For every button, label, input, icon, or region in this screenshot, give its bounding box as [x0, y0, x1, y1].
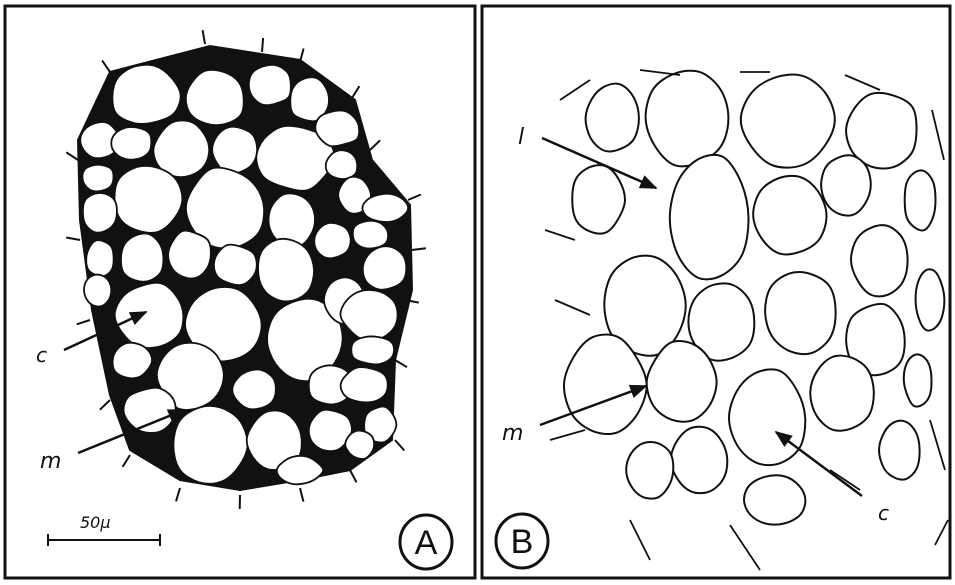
- cell-a-10: [82, 165, 113, 192]
- wall-spike-17: [77, 320, 90, 324]
- wall-strand-4: [932, 110, 944, 160]
- cell-a-2: [249, 65, 291, 105]
- scale-bar-label: 50µ: [80, 513, 111, 532]
- cell-b-14: [916, 269, 945, 330]
- cell-a-21: [214, 245, 257, 286]
- wall-spike-15: [123, 455, 130, 467]
- cell-a-9: [315, 110, 359, 146]
- cell-b-5: [670, 155, 749, 279]
- cell-a-39: [123, 388, 175, 433]
- cell-b-1: [646, 71, 729, 167]
- label-b-m: m: [502, 421, 523, 446]
- cell-a-25: [363, 246, 407, 289]
- cell-b-12: [765, 272, 836, 354]
- cell-b-22: [626, 442, 673, 499]
- cell-a-14: [326, 150, 357, 179]
- wall-spike-2: [262, 38, 263, 52]
- wall-spike-6: [408, 195, 421, 201]
- wall-strand-8: [930, 420, 945, 470]
- cell-a-13: [269, 193, 316, 247]
- cell-a-1: [186, 70, 244, 125]
- wall-spike-5: [370, 140, 380, 150]
- cell-a-23: [314, 223, 350, 258]
- wall-spike-0: [102, 60, 110, 72]
- cell-b-18: [810, 356, 874, 431]
- panel-b-badge-text: B: [511, 523, 534, 561]
- cell-a-19: [121, 234, 163, 282]
- cell-b-4: [572, 165, 625, 234]
- panel-b-tissue: [545, 70, 948, 570]
- cell-b-21: [744, 475, 805, 524]
- label-b-l: l: [518, 125, 524, 150]
- wall-spike-19: [66, 152, 78, 160]
- label-a-c: c: [36, 343, 47, 367]
- wall-strand-0: [560, 80, 590, 100]
- label-b-c: c: [878, 501, 889, 525]
- wall-strand-12: [935, 520, 948, 545]
- cell-a-35: [232, 370, 276, 410]
- wall-spike-11: [350, 470, 357, 482]
- wall-strand-6: [555, 300, 590, 315]
- cell-a-5: [111, 127, 151, 160]
- cell-b-9: [905, 170, 936, 230]
- cell-b-8: [851, 225, 908, 296]
- cell-a-22: [258, 239, 314, 301]
- wall-spike-10: [395, 440, 404, 451]
- cell-b-17: [729, 369, 805, 465]
- cell-a-37: [341, 367, 388, 402]
- wall-spike-1: [203, 30, 205, 44]
- cell-a-16: [362, 194, 408, 222]
- wall-strand-11: [830, 470, 860, 490]
- wall-spike-14: [176, 488, 180, 501]
- wall-spike-9: [395, 360, 407, 367]
- cell-a-20: [168, 231, 211, 279]
- cell-b-23: [879, 421, 920, 480]
- cell-a-24: [353, 221, 388, 249]
- wall-spike-16: [100, 400, 110, 410]
- cell-a-32: [351, 336, 394, 364]
- wall-spike-4: [352, 86, 359, 98]
- cell-b-2: [741, 75, 835, 168]
- wall-strand-1: [640, 70, 680, 75]
- cell-b-6: [753, 176, 826, 255]
- wall-spike-12: [300, 488, 303, 502]
- wall-strand-7: [550, 430, 585, 440]
- cell-b-0: [586, 84, 639, 152]
- wall-strand-9: [630, 520, 650, 560]
- wall-strand-3: [845, 75, 880, 90]
- wall-spike-18: [66, 238, 80, 241]
- cell-a-26: [84, 275, 111, 307]
- wall-spike-3: [300, 49, 304, 63]
- cell-b-19: [904, 354, 932, 406]
- cell-a-17: [83, 193, 117, 233]
- wall-spike-7: [412, 248, 426, 250]
- wall-strand-10: [730, 525, 760, 570]
- panel-a-badge-text: A: [415, 524, 438, 562]
- cell-a-18: [86, 240, 113, 276]
- cell-b-7: [821, 155, 871, 215]
- wall-strand-5: [545, 230, 575, 240]
- cell-b-20: [671, 427, 728, 493]
- label-a-m: m: [40, 449, 61, 474]
